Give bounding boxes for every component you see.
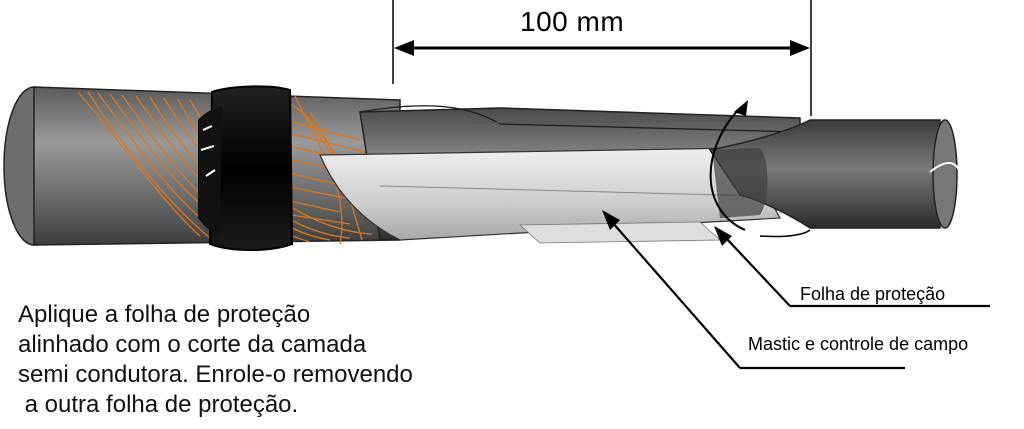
core-end-face	[932, 119, 958, 229]
conductor-core	[708, 119, 961, 229]
instruction-line: a outra folha de proteção.	[18, 391, 299, 418]
wrap-rotation-arrow	[709, 100, 811, 238]
dimension-arrow-right	[790, 40, 810, 56]
callout-leader-folha	[714, 226, 990, 308]
instruction-line: Aplique a folha de proteção	[18, 301, 311, 328]
callout-label-folha-de-protecao: Folha de proteção	[800, 284, 946, 304]
instruction-line: semi condutora. Enrole-o removendo	[18, 361, 413, 388]
instruction-text: Aplique a folha de proteção alinhado com…	[18, 300, 413, 420]
callout-label-mastic: Mastic e controle de campo	[748, 334, 969, 354]
instruction-line: alinhado com o corte da camada	[18, 331, 367, 358]
dimension-marker	[392, 0, 812, 116]
callout-leader-mastic	[602, 210, 905, 370]
dimension-label: 100 mm	[520, 6, 625, 37]
dimension-arrow-left	[394, 40, 414, 56]
black-tape-band	[198, 85, 294, 251]
